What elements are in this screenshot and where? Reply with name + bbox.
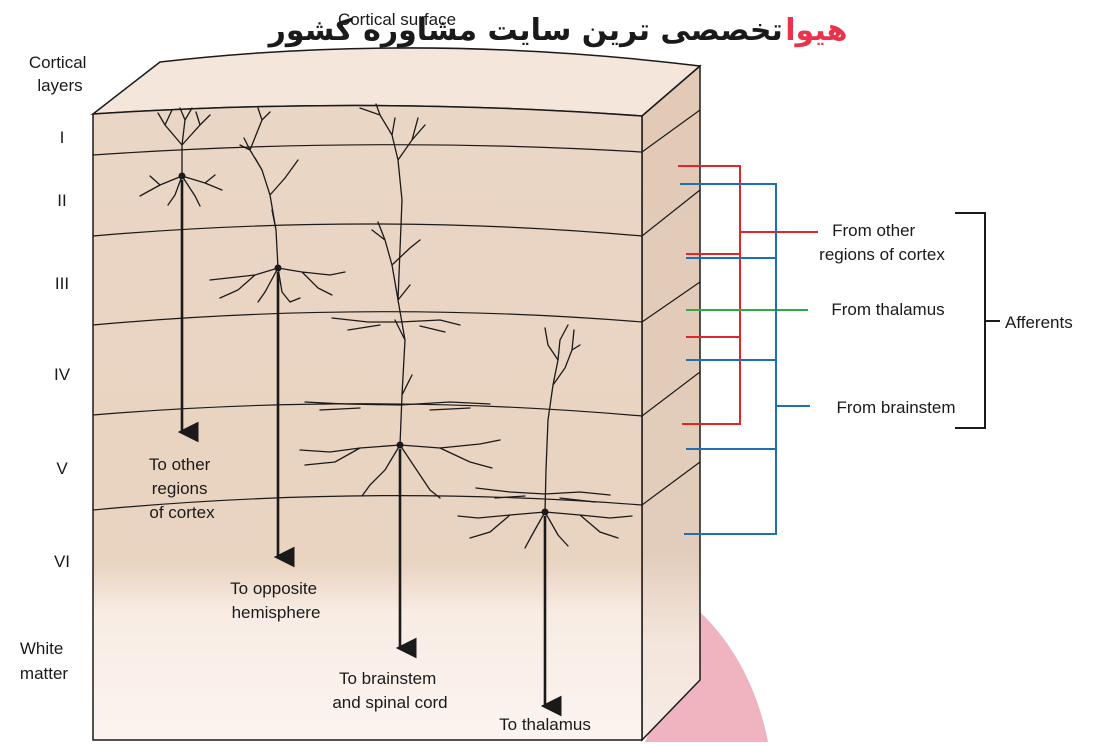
layer-label: V [56,459,68,478]
white-matter-label: White matter [20,639,69,683]
afferent-label-thalamus: From thalamus [831,300,944,319]
block-front-face [93,105,642,740]
cortical-layers-heading: Cortical layers [29,53,91,95]
efferent-label-cortex: To other regions of cortex [149,455,215,522]
layer-label: I [60,128,65,147]
block-side-face [642,66,700,740]
watermark-brand: هیوا [785,13,847,48]
afferents-label: Afferents [1005,313,1073,332]
layer-label: IV [54,365,71,384]
efferent-label-thalamus: To thalamus [499,715,591,734]
watermark-slogan: تخصصی ترین سایت مشاوره کشور [267,13,783,48]
watermark-text: هیوا تخصصی ترین سایت مشاوره کشور [267,13,848,48]
layer-labels: I II III IV V VI [54,128,71,571]
layer-label: III [55,274,69,293]
afferents-bracket [955,213,1000,428]
layer-label: II [57,191,66,210]
afferent-label-cortex: From other regions of cortex [819,221,945,264]
afferent-label-brainstem: From brainstem [836,398,955,417]
layer-label: VI [54,552,70,571]
